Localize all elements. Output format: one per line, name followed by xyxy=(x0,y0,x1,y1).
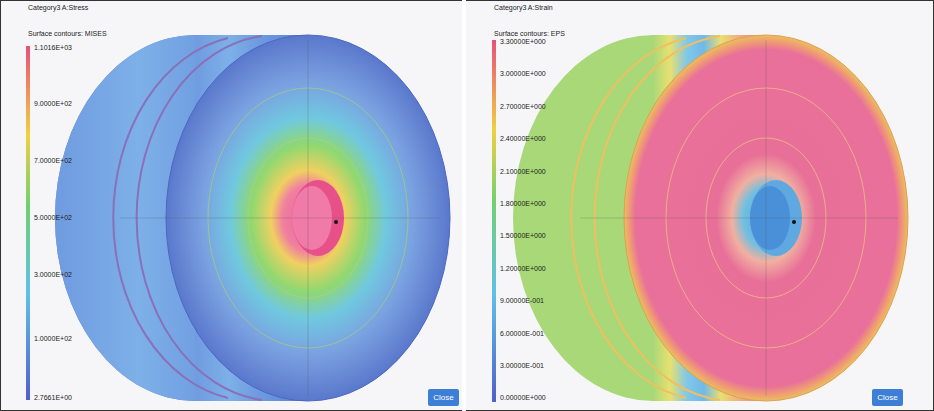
scale-value: 5.0000E+02 xyxy=(34,214,72,222)
scale-value: 1.0000E+02 xyxy=(34,335,72,343)
scale-value: 1.20000E+000 xyxy=(500,265,546,273)
color-bar xyxy=(26,46,30,400)
scale-value: 9.00000E-001 xyxy=(500,297,544,305)
close-button: Close xyxy=(872,389,903,406)
scale-value: 2.10000E+000 xyxy=(500,168,546,176)
scale-value: 2.70000E+000 xyxy=(500,103,546,111)
scale-value: 7.0000E+02 xyxy=(34,157,72,165)
scale-value: 3.30000E+000 xyxy=(500,38,546,46)
button-label: Close xyxy=(433,393,453,402)
scale-value: 2.40000E+000 xyxy=(500,135,546,143)
scale-value: 3.0000E+02 xyxy=(34,271,72,279)
panel-header: Surface contours: MISES xyxy=(28,30,107,38)
color-bar xyxy=(492,40,496,402)
scale-value: 9.0000E+02 xyxy=(34,100,72,108)
panel-header: Category3 A:Strain xyxy=(494,4,553,12)
panel-header: Category3 A:Stress xyxy=(28,4,88,12)
wheel-left xyxy=(55,35,450,401)
scale-value: 1.80000E+000 xyxy=(500,200,546,208)
scale-value: 0.00000E+000 xyxy=(500,394,546,402)
scale-value: 6.00000E-001 xyxy=(500,330,544,338)
close-button: Close xyxy=(428,389,459,406)
panel-header: Surface contours: EPS xyxy=(494,30,565,38)
wheel-right xyxy=(513,35,908,401)
scale-value: 3.00000E+000 xyxy=(500,70,546,78)
button-label: Close xyxy=(877,393,897,402)
scale-value: 1.50000E+000 xyxy=(500,232,546,240)
scale-value: 2.7661E+00 xyxy=(34,394,72,402)
scale-value: 1.1016E+03 xyxy=(34,44,72,52)
scale-value: 3.00000E-001 xyxy=(500,362,544,370)
